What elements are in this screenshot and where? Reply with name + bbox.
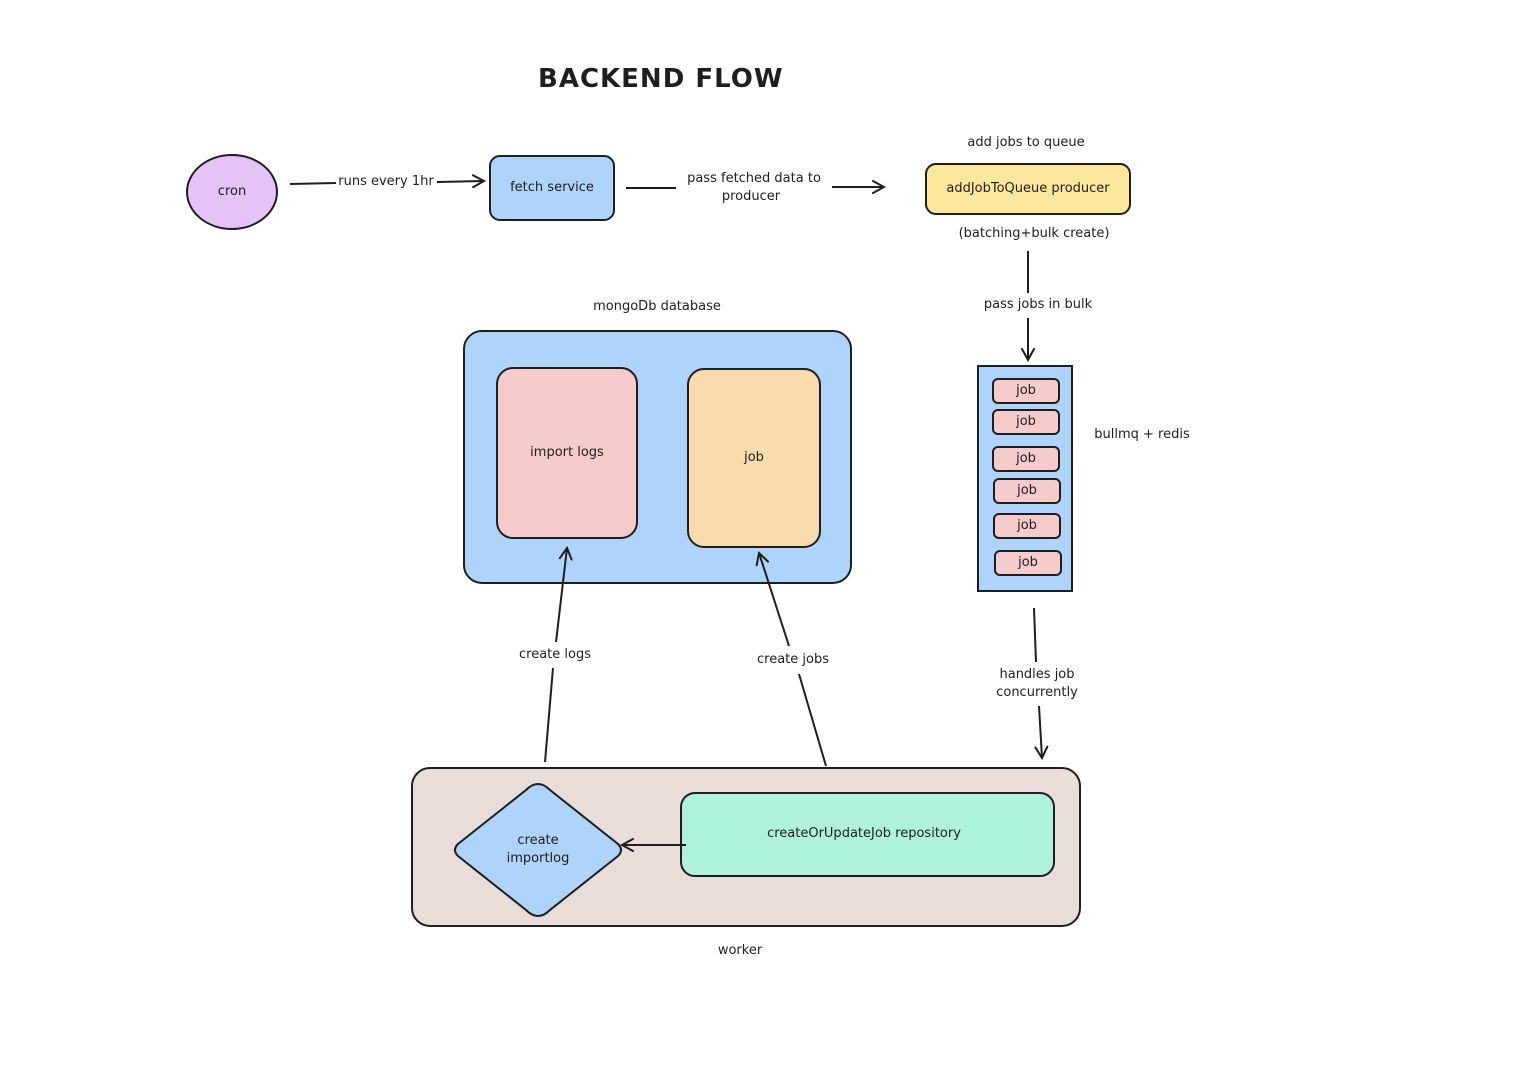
queue-job-label: job [1016,414,1036,429]
producer-node[interactable] [925,163,1131,215]
arrow-queue-to-worker-b [1039,705,1042,758]
job-collection-label: job [744,450,764,465]
queue-job-item[interactable] [994,550,1062,576]
worker-caption: worker [717,943,763,958]
queue-job-item[interactable] [992,409,1060,435]
arrow-worker-to-logs-a [544,667,554,763]
edge-label-worker-to-jobs: create jobs [757,652,829,667]
import-logs-collection[interactable] [496,367,638,539]
queue-job-label: job [1018,555,1038,570]
cron-node[interactable] [186,154,278,230]
repository-node[interactable] [680,792,1055,877]
repository-label: createOrUpdateJob repository [767,826,961,841]
producer-caption: add jobs to queue [967,135,1085,150]
arrow-worker-to-jobs-a [798,673,827,767]
producer-note: (batching+bulk create) [958,226,1110,241]
import-logs-label: import logs [530,445,604,460]
queue-job-item[interactable] [992,446,1060,472]
create-importlog-diamond[interactable] [454,782,622,918]
arrow-cron-to-fetch-b [436,181,484,182]
queue-job-item[interactable] [992,378,1060,404]
edge-label-queue-to-worker-line1: handles job [999,667,1075,682]
cron-label: cron [217,184,247,199]
database-caption: mongoDb database [593,299,721,314]
edge-label-fetch-to-producer-line2: producer [721,189,781,204]
job-collection[interactable] [687,368,821,548]
create-importlog-label-line1: create [517,833,559,848]
edge-label-cron-to-fetch: runs every 1hr [338,174,434,189]
edge-label-queue-to-worker-line2: concurrently [996,685,1078,700]
edge-label-producer-to-queue: pass jobs in bulk [983,297,1093,312]
queue-job-label: job [1016,383,1036,398]
diagram-title: BACKEND FLOW [538,64,784,94]
create-importlog-label-line2: importlog [506,851,570,866]
fetch-service-label: fetch service [510,180,594,195]
fetch-service-node[interactable] [489,155,615,221]
producer-label: addJobToQueue producer [946,181,1110,196]
queue-job-item[interactable] [993,513,1061,539]
queue-job-label: job [1016,451,1036,466]
arrow-cron-to-fetch-a [289,182,337,185]
edge-label-fetch-to-producer-line1: pass fetched data to [687,171,821,186]
queue-caption: bullmq + redis [1094,427,1190,442]
arrow-queue-to-worker-a [1033,607,1037,663]
queue-job-item[interactable] [993,478,1061,504]
queue-job-label: job [1017,518,1037,533]
arrow-worker-to-jobs-b [759,553,790,647]
queue-job-label: job [1017,483,1037,498]
edge-label-worker-to-logs: create logs [519,647,591,662]
arrow-worker-to-logs-b [555,548,567,643]
